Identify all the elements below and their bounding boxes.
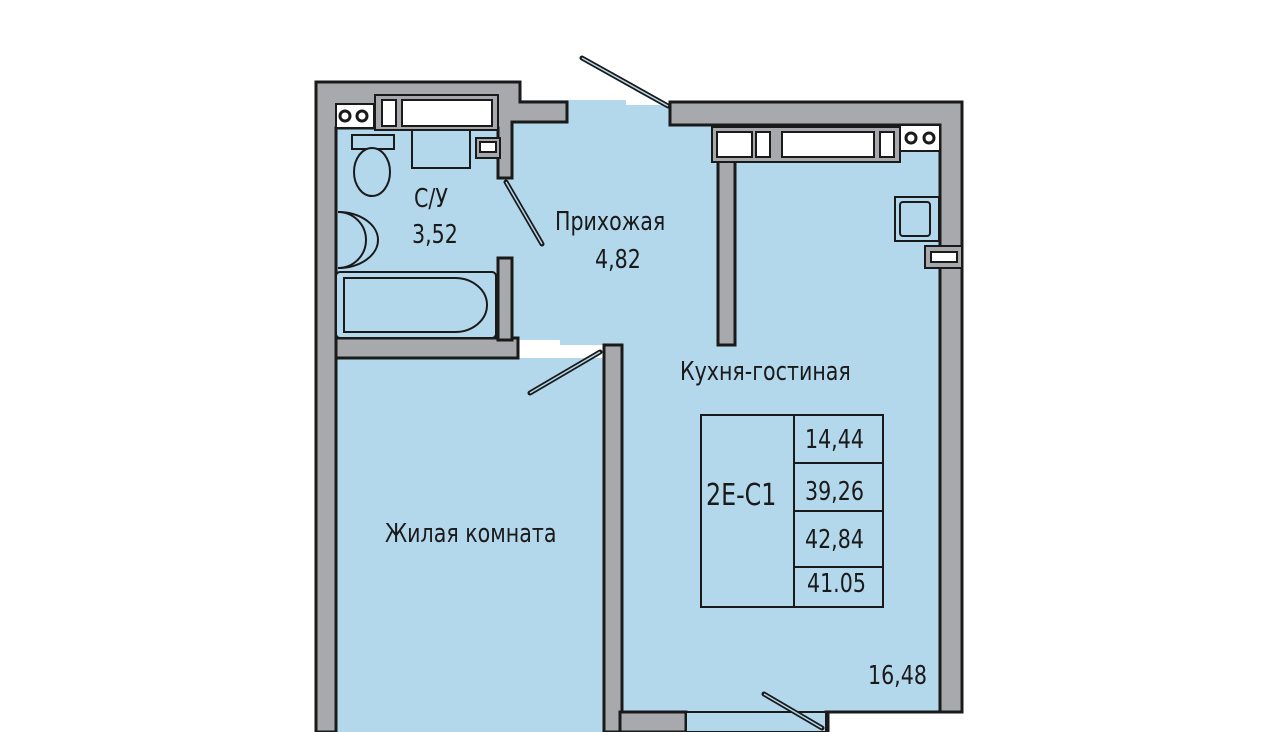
living-room-name: Жилая комната (385, 519, 557, 549)
summary-value: 14,44 (805, 425, 864, 455)
fixtures (335, 94, 963, 732)
bathroom-outer-wall (314, 80, 569, 732)
summary-value: 41.05 (807, 569, 866, 599)
kitchen-living-name: Кухня-гостиная (680, 357, 851, 387)
kitchen-bottom-wall (618, 710, 688, 732)
bathroom-bottom-wall (334, 336, 520, 360)
washer (411, 129, 471, 169)
toilet-tank (351, 134, 395, 150)
window (685, 711, 827, 732)
hallway-name: Прихожая (555, 207, 666, 237)
hallway-area: 4,82 (595, 245, 641, 275)
bathroom-name: С/У (414, 184, 448, 214)
apartment-type: 2E-C1 (706, 478, 777, 513)
summary-table (700, 414, 884, 608)
kitchen-living-area: 16,48 (868, 661, 927, 691)
living-right-wall (602, 343, 624, 732)
bathroom-right-wall (496, 256, 514, 342)
kitchen-outer-wall (668, 100, 964, 732)
toilet-bowl (353, 147, 391, 197)
bathroom-area: 3,52 (412, 220, 458, 250)
walls (314, 80, 964, 732)
doors-inner (505, 57, 823, 729)
summary-value: 39,26 (805, 477, 864, 507)
partition-wall (716, 158, 737, 347)
summary-value: 42,84 (805, 525, 864, 555)
